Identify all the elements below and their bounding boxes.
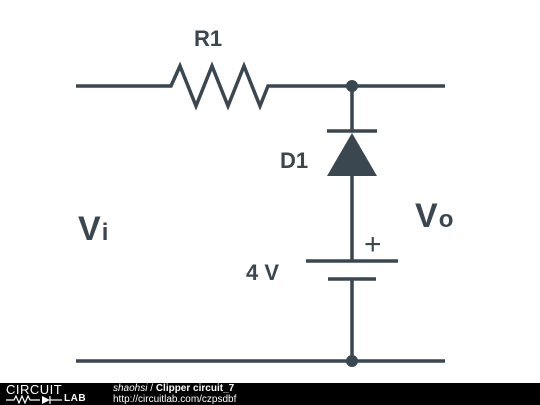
battery-label: 4 V: [246, 260, 279, 285]
input-voltage-label: Vi: [78, 210, 108, 248]
battery-plus-sign: +: [364, 228, 382, 261]
output-voltage-label: Vo: [415, 197, 453, 235]
circuitlab-logo[interactable]: CIRCUIT LAB: [2, 382, 102, 405]
diode-d1: [327, 133, 377, 176]
author-name[interactable]: shaohsi: [113, 383, 148, 394]
logo-circuit-icon: [6, 395, 62, 404]
logo-text-bottom: LAB: [64, 393, 87, 404]
resistor-r1: [163, 61, 276, 111]
resistor-label: R1: [194, 26, 222, 51]
junction-bottom: [346, 355, 358, 367]
footer-bar: CIRCUIT LAB shaohsi / Clipper circuit_7 …: [0, 382, 540, 405]
circuit-title[interactable]: Clipper circuit_7: [155, 383, 235, 394]
diode-label: D1: [280, 148, 308, 173]
logo-text-top: CIRCUIT: [6, 382, 63, 397]
footer-meta: shaohsi / Clipper circuit_7 http://circu…: [113, 383, 236, 405]
circuit-url[interactable]: http://circuitlab.com/czpsdbf: [113, 394, 237, 405]
title-separator: /: [147, 383, 156, 394]
footer-title-line: shaohsi / Clipper circuit_7: [113, 383, 236, 394]
circuit-diagram: R1 D1 4 V + Vi Vo: [76, 26, 453, 367]
